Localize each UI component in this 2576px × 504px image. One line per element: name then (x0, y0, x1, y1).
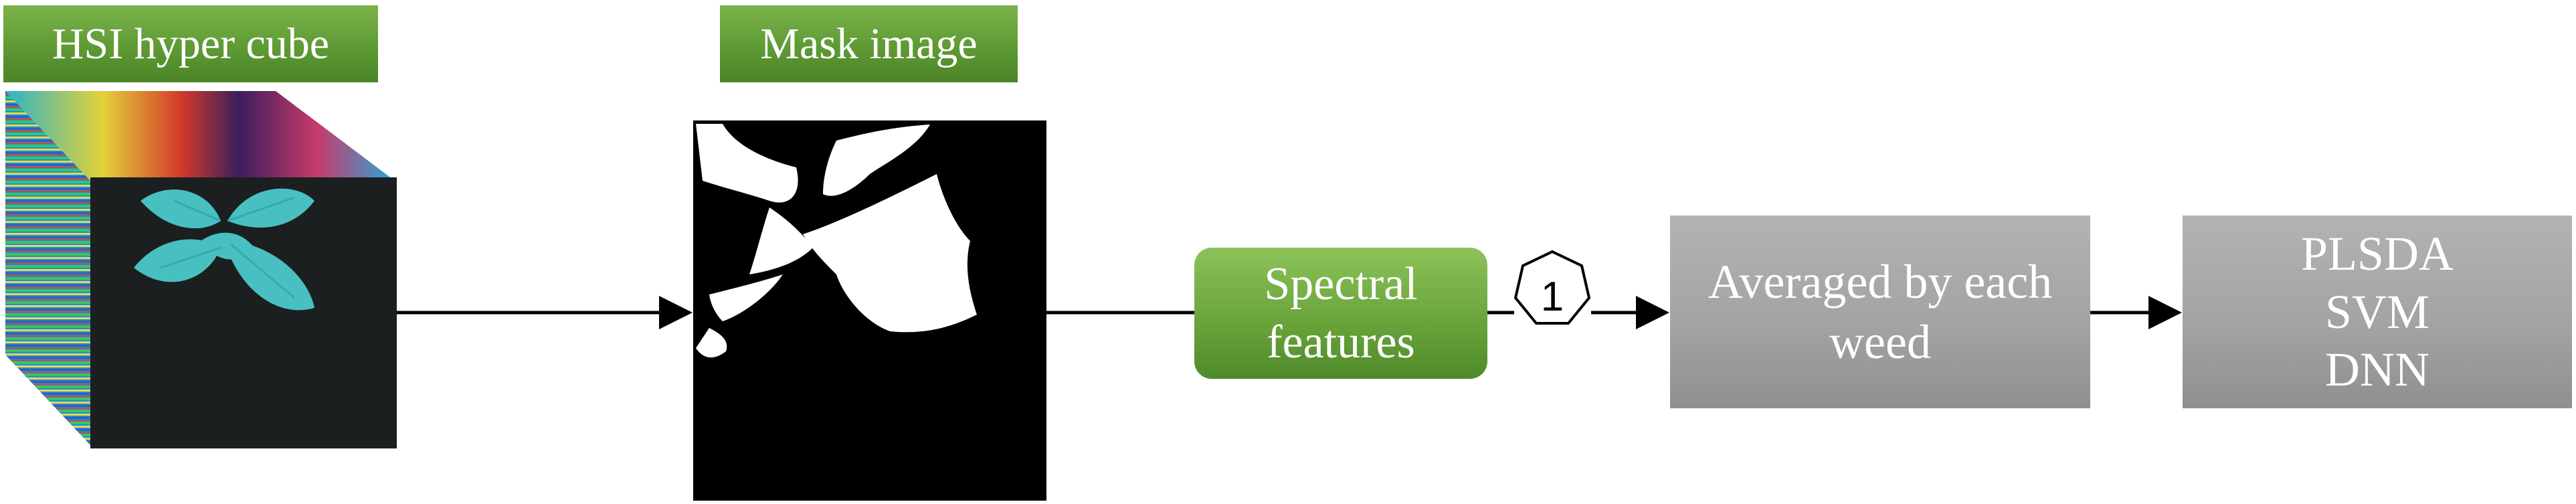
hsi-cube-label: HSI hyper cube (3, 5, 378, 82)
spectral-line-2: features (1267, 317, 1415, 368)
step-marker-heptagon (1513, 250, 1591, 325)
averaged-line-1: Averaged by each (1708, 255, 2053, 309)
spectral-line-1: Spectral (1264, 258, 1418, 310)
averaged-line-2: weed (1829, 315, 1931, 369)
averaged-by-weed-node: Averaged by each weed (1670, 216, 2090, 408)
mask-image-label: Mask image (720, 5, 1018, 82)
model-plsda: PLSDA (2300, 227, 2454, 281)
spectral-features-node: Spectral features (1194, 248, 1487, 379)
mask-image (693, 120, 1046, 501)
hsi-cube (5, 91, 397, 448)
model-dnn: DNN (2325, 343, 2429, 397)
models-node: PLSDA SVM DNN (2183, 216, 2572, 408)
model-svm: SVM (2324, 284, 2430, 339)
step-marker-label: 1 (1540, 273, 1564, 320)
